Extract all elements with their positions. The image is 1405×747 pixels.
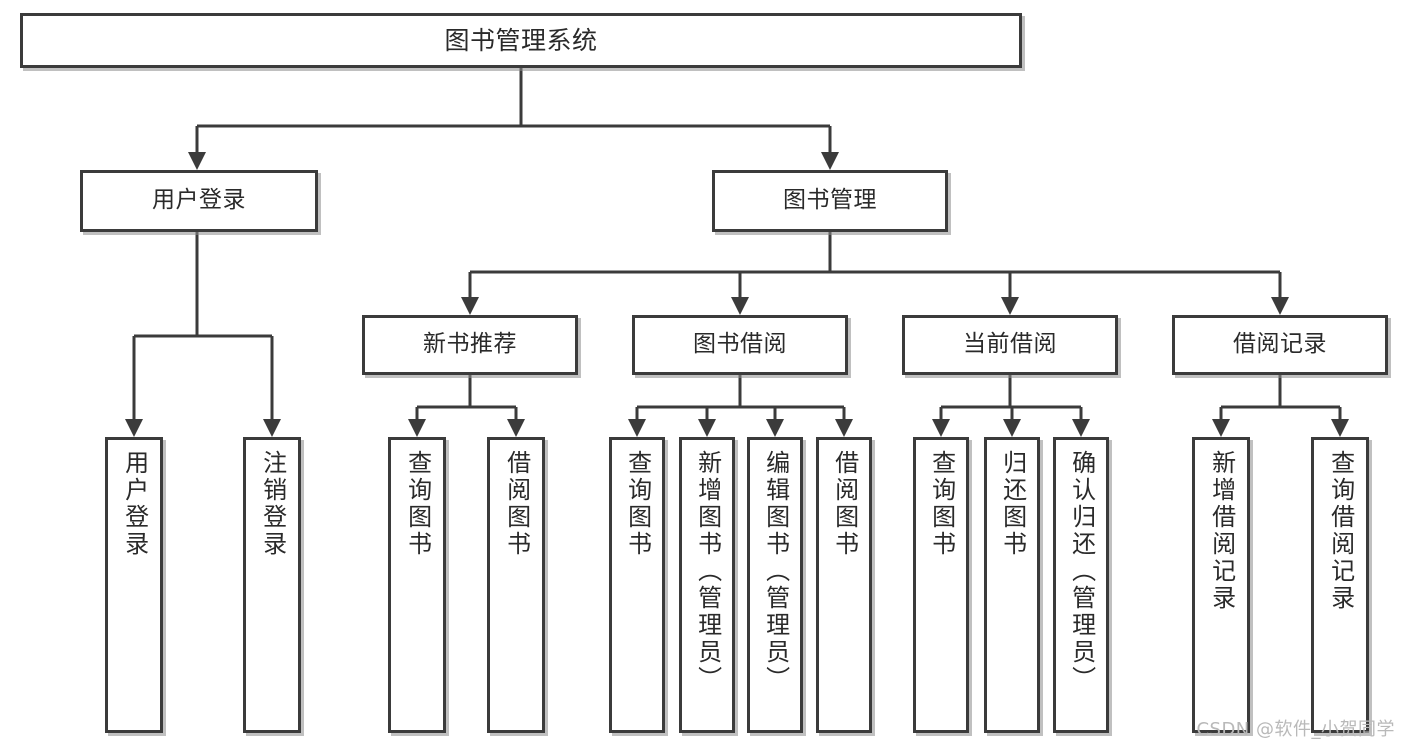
leaf-query-borrow-record[interactable]: 查询借阅记录 [1311, 437, 1369, 733]
node-book-borrow-label: 图书借阅 [693, 331, 787, 358]
node-new-book-recommend-label: 新书推荐 [423, 331, 517, 358]
node-book-borrow[interactable]: 图书借阅 [632, 315, 848, 375]
leaf-add-borrow-record-label: 新增借阅记录 [1207, 450, 1236, 612]
leaf-add-book-admin[interactable]: 新增图书（管理员） [679, 437, 735, 733]
leaf-borrow-book-recommend[interactable]: 借阅图书 [487, 437, 545, 733]
node-root-label: 图书管理系统 [444, 25, 598, 55]
node-new-book-recommend[interactable]: 新书推荐 [362, 315, 578, 375]
node-user-login[interactable]: 用户登录 [80, 170, 318, 232]
leaf-return-book-label: 归还图书 [998, 450, 1027, 558]
leaf-user-login[interactable]: 用户登录 [105, 437, 163, 733]
leaf-query-book-borrow-label: 查询图书 [623, 450, 652, 558]
leaf-logout-label: 注销登录 [258, 450, 287, 558]
node-book-management-label: 图书管理 [783, 187, 877, 214]
leaf-return-book[interactable]: 归还图书 [984, 437, 1040, 733]
node-current-borrow[interactable]: 当前借阅 [902, 315, 1118, 375]
leaf-edit-book-admin-label: 编辑图书（管理员） [761, 450, 790, 693]
watermark: CSDN @软件_小贺同学 [1196, 719, 1395, 740]
leaf-borrow-book-recommend-label: 借阅图书 [502, 450, 531, 558]
leaf-edit-book-admin[interactable]: 编辑图书（管理员） [747, 437, 803, 733]
node-root[interactable]: 图书管理系统 [20, 13, 1022, 68]
leaf-query-book-current-label: 查询图书 [927, 450, 956, 558]
node-book-management[interactable]: 图书管理 [712, 170, 948, 232]
leaf-confirm-return-admin[interactable]: 确认归还（管理员） [1053, 437, 1109, 733]
leaf-query-borrow-record-label: 查询借阅记录 [1326, 450, 1355, 612]
leaf-query-book-current[interactable]: 查询图书 [913, 437, 969, 733]
leaf-add-book-admin-label: 新增图书（管理员） [693, 450, 722, 693]
node-borrow-record[interactable]: 借阅记录 [1172, 315, 1388, 375]
leaf-confirm-return-admin-label: 确认归还（管理员） [1067, 450, 1096, 693]
leaf-query-book-borrow[interactable]: 查询图书 [609, 437, 665, 733]
leaf-add-borrow-record[interactable]: 新增借阅记录 [1192, 437, 1250, 733]
node-borrow-record-label: 借阅记录 [1233, 331, 1327, 358]
leaf-query-book-recommend[interactable]: 查询图书 [388, 437, 446, 733]
node-current-borrow-label: 当前借阅 [963, 331, 1057, 358]
leaf-query-book-recommend-label: 查询图书 [403, 450, 432, 558]
node-user-login-label: 用户登录 [152, 187, 246, 214]
leaf-user-login-label: 用户登录 [120, 450, 149, 558]
leaf-logout[interactable]: 注销登录 [243, 437, 301, 733]
leaf-borrow-book[interactable]: 借阅图书 [816, 437, 872, 733]
leaf-borrow-book-label: 借阅图书 [830, 450, 859, 558]
